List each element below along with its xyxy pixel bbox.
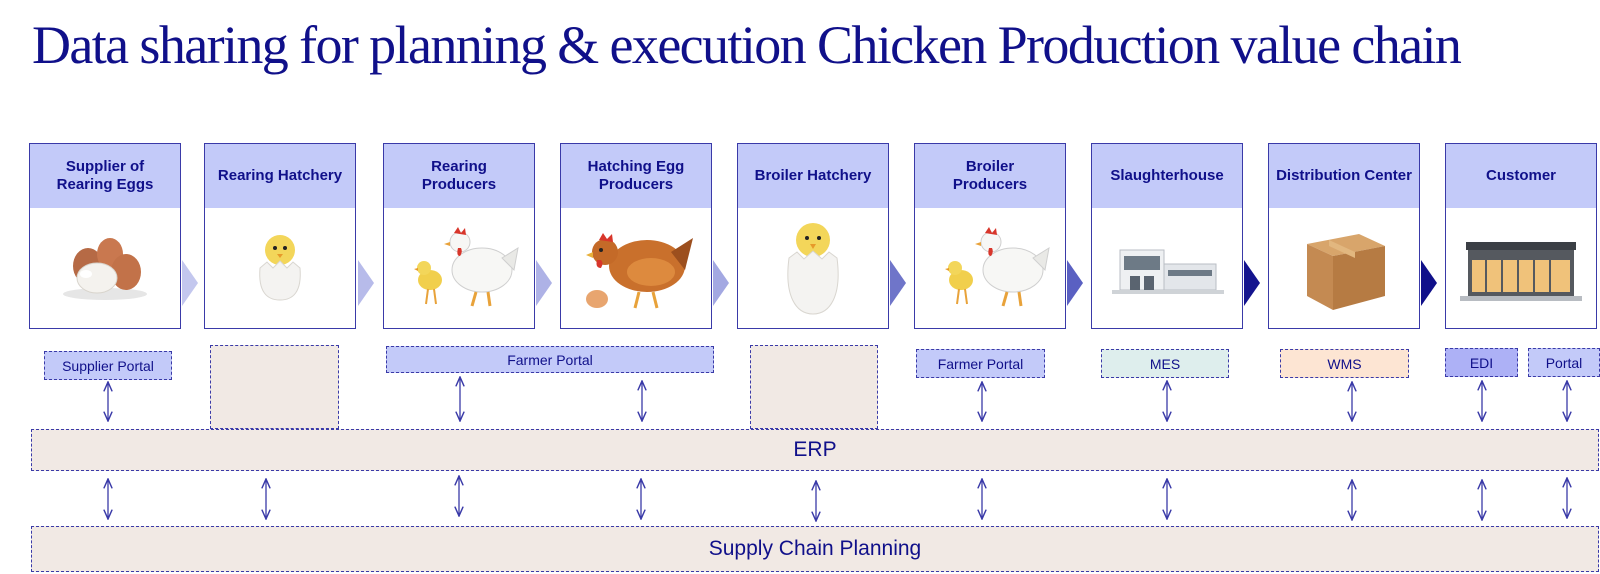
stage-customer: Customer — [1445, 143, 1597, 329]
hen-and-chick-icon — [945, 227, 1050, 307]
farmer-portal-box: Farmer Portal — [386, 346, 714, 373]
stage-label: Rearing Hatchery — [205, 144, 355, 208]
chevron-right-icon — [1421, 260, 1437, 306]
chevron-right-icon — [182, 260, 198, 306]
chick-in-egg-icon — [259, 235, 301, 301]
stage-label: Supplier of Rearing Eggs — [30, 144, 180, 208]
chevron-right-icon — [713, 260, 729, 306]
cardboard-box-icon — [1307, 234, 1385, 310]
stage-label: Hatching Egg Producers — [561, 144, 711, 208]
broiler-hatchery-system-placeholder — [750, 345, 878, 429]
chevron-right-icon — [536, 260, 552, 306]
edi-box: EDI — [1445, 348, 1518, 377]
chevron-right-icon — [1244, 260, 1260, 306]
stage-label: Broiler Producers — [915, 144, 1065, 208]
chevron-right-icon — [890, 260, 906, 306]
supplier-portal-box: Supplier Portal — [44, 351, 172, 380]
stage-label: Customer — [1446, 144, 1596, 208]
portal-box: Portal — [1528, 348, 1600, 377]
hen-with-egg-icon — [586, 233, 693, 309]
erp-band: ERP — [31, 429, 1599, 471]
eggs-icon — [63, 238, 147, 300]
stage-slaughterhouse: Slaughterhouse — [1091, 143, 1243, 329]
mes-box: MES — [1101, 349, 1229, 378]
rearing-hatchery-system-placeholder — [210, 345, 339, 429]
stage-label: Rearing Producers — [384, 144, 534, 208]
page-title: Data sharing for planning & execution Ch… — [32, 15, 1462, 75]
stage-supplier-of-rearing-eggs: Supplier of Rearing Eggs — [29, 143, 181, 329]
stage-label: Broiler Hatchery — [738, 144, 888, 208]
stage-rearing-producers: Rearing Producers — [383, 143, 535, 329]
stage-distribution-center: Distribution Center — [1268, 143, 1420, 329]
supply-chain-planning-band: Supply Chain Planning — [31, 526, 1599, 572]
farmer-portal-box: Farmer Portal — [916, 349, 1045, 378]
stage-label: Distribution Center — [1269, 144, 1419, 208]
chick-in-egg-icon — [787, 223, 839, 315]
stage-hatching-egg-producers: Hatching Egg Producers — [560, 143, 712, 329]
stage-rearing-hatchery: Rearing Hatchery — [204, 143, 356, 329]
chevron-right-icon — [1067, 260, 1083, 306]
stage-broiler-producers: Broiler Producers — [914, 143, 1066, 329]
hen-and-chick-icon — [414, 227, 519, 307]
stage-label: Slaughterhouse — [1092, 144, 1242, 208]
chevron-right-icon — [358, 260, 374, 306]
stage-broiler-hatchery: Broiler Hatchery — [737, 143, 889, 329]
wms-box: WMS — [1280, 349, 1409, 378]
store-building-icon — [1460, 242, 1582, 301]
factory-building-icon — [1112, 249, 1224, 294]
